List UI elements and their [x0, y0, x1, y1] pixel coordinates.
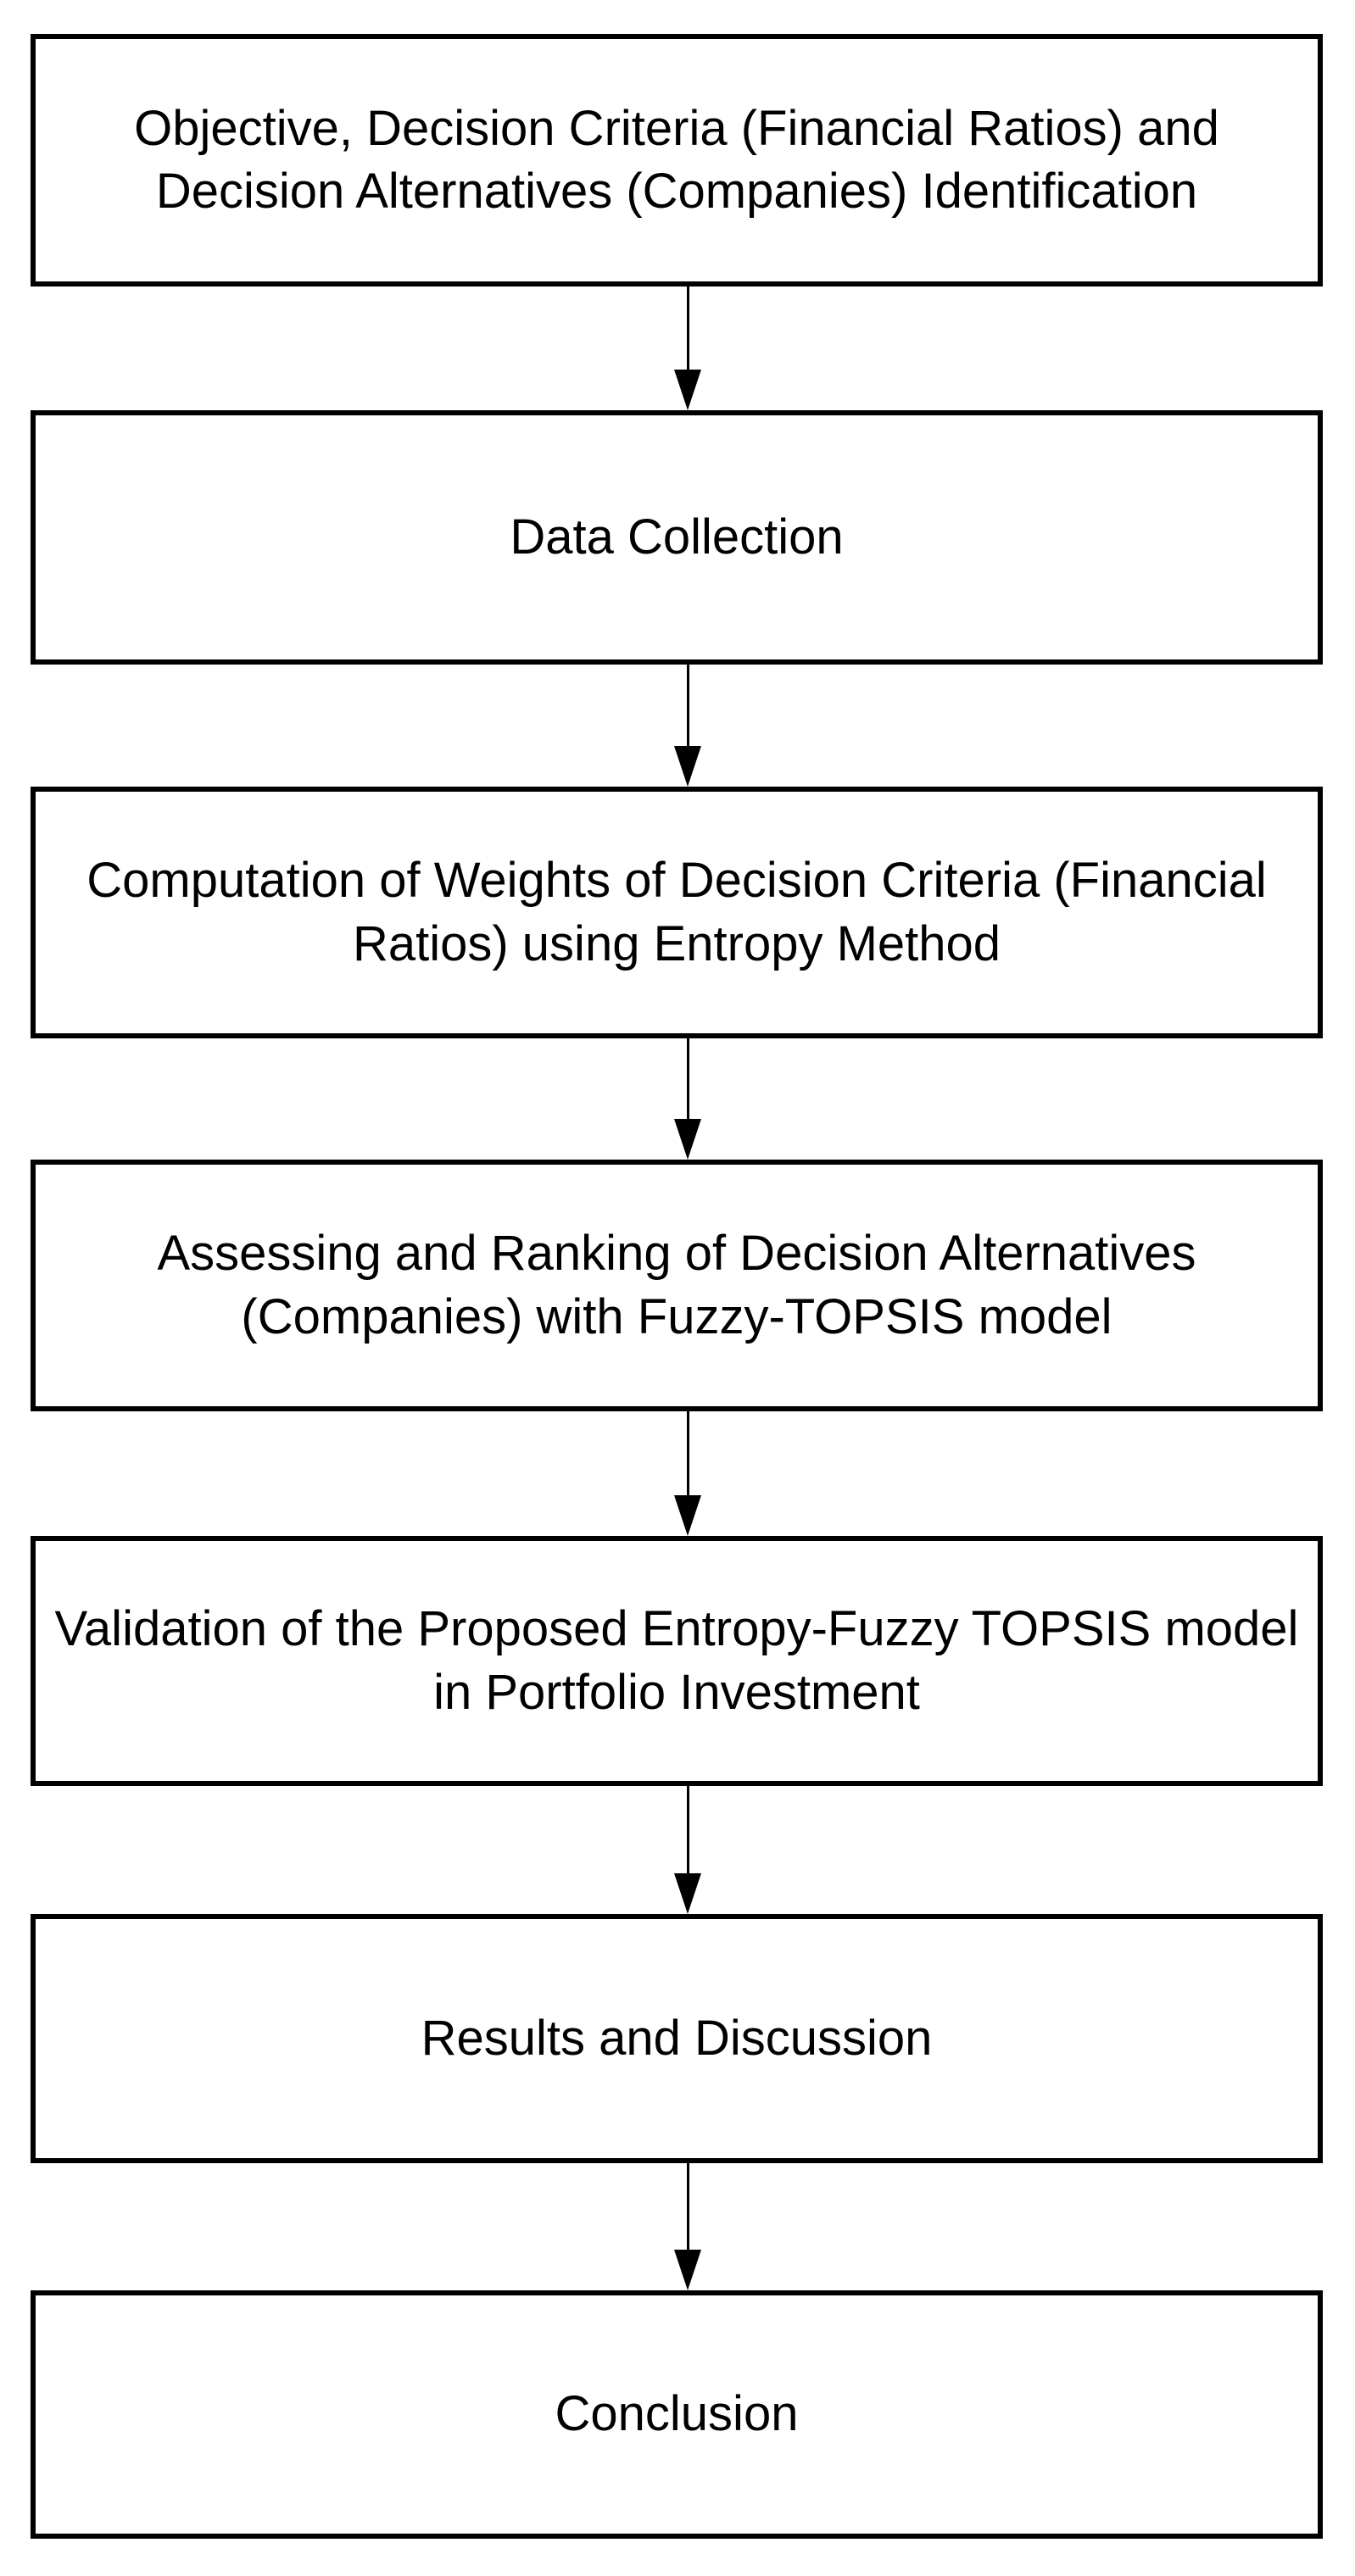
connector-arrow-2 — [31, 665, 1323, 787]
flowchart-step-fuzzy-topsis-ranking: Assessing and Ranking of Decision Altern… — [31, 1160, 1323, 1411]
arrow-shaft — [686, 665, 689, 748]
arrow-body — [674, 2163, 701, 2290]
arrow-body — [674, 665, 701, 787]
arrow-body — [674, 1786, 701, 1914]
step-label: Computation of Weights of Decision Crite… — [86, 853, 1267, 971]
step-label: Conclusion — [555, 2386, 799, 2442]
arrow-down-icon — [674, 1119, 701, 1160]
flowchart-step-objective-identification: Objective, Decision Criteria (Financial … — [31, 34, 1323, 287]
step-label: Validation of the Proposed Entropy-Fuzzy… — [54, 1601, 1299, 1720]
step-label: Objective, Decision Criteria (Financial … — [134, 100, 1219, 219]
arrow-shaft — [686, 287, 689, 371]
arrow-down-icon — [674, 2250, 701, 2290]
arrow-down-icon — [674, 1873, 701, 1914]
connector-arrow-6 — [31, 2163, 1323, 2290]
arrow-down-icon — [674, 1495, 701, 1536]
connector-arrow-4 — [31, 1411, 1323, 1536]
connector-arrow-1 — [31, 287, 1323, 410]
flowchart-step-entropy-weights: Computation of Weights of Decision Crite… — [31, 787, 1323, 1038]
arrow-down-icon — [674, 746, 701, 787]
flowchart-step-model-validation: Validation of the Proposed Entropy-Fuzzy… — [31, 1536, 1323, 1786]
arrow-body — [674, 287, 701, 410]
connector-arrow-5 — [31, 1786, 1323, 1914]
connector-arrow-3 — [31, 1038, 1323, 1160]
arrow-shaft — [686, 1038, 689, 1121]
arrow-body — [674, 1411, 701, 1536]
flowchart-step-conclusion: Conclusion — [31, 2290, 1323, 2539]
arrow-shaft — [686, 1411, 689, 1497]
arrow-down-icon — [674, 370, 701, 410]
step-label: Results and Discussion — [421, 2010, 933, 2066]
step-label: Data Collection — [510, 509, 844, 565]
flowchart-step-results-discussion: Results and Discussion — [31, 1914, 1323, 2163]
step-label: Assessing and Ranking of Decision Altern… — [157, 1226, 1196, 1344]
arrow-body — [674, 1038, 701, 1160]
flowchart-step-data-collection: Data Collection — [31, 410, 1323, 665]
arrow-shaft — [686, 1786, 689, 1875]
arrow-shaft — [686, 2163, 689, 2251]
